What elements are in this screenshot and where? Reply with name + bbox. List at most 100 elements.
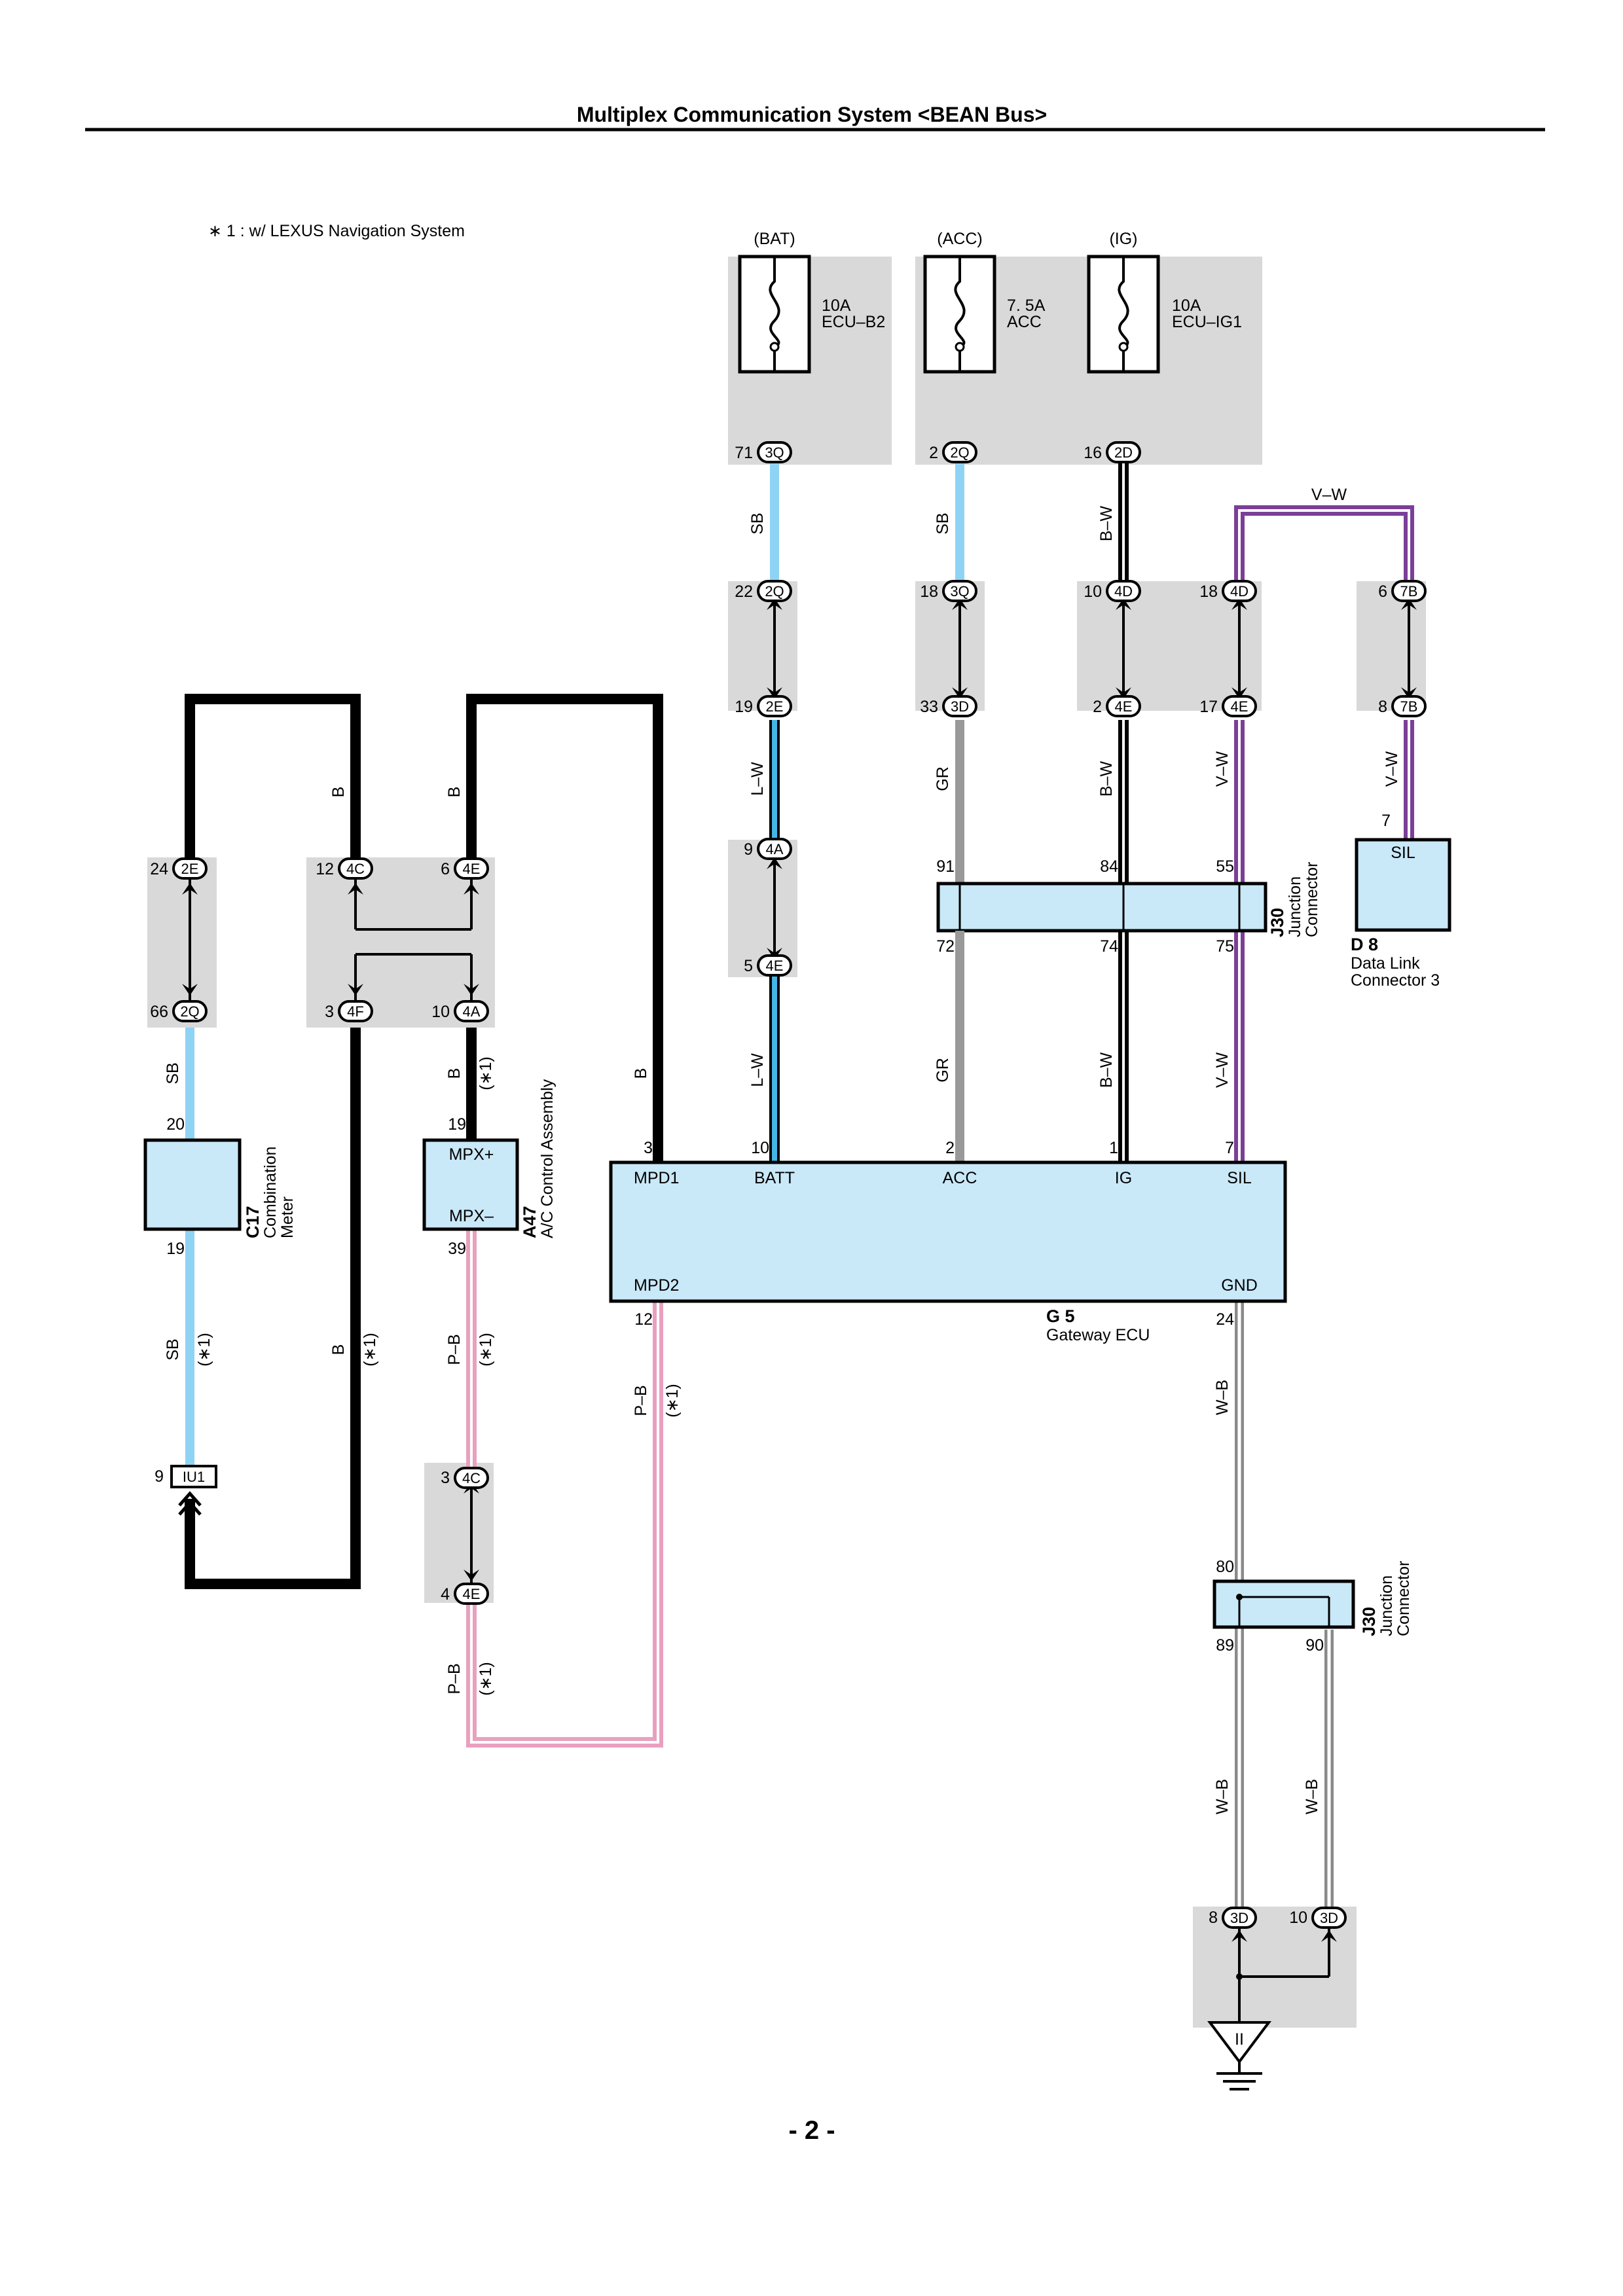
source-ig-label: (IG) bbox=[1109, 230, 1137, 248]
svg-text:74: 74 bbox=[1100, 937, 1118, 956]
star-note-2: (∗1) bbox=[195, 1333, 213, 1367]
svg-text:19: 19 bbox=[166, 1240, 185, 1258]
ecu-gnd: GND bbox=[1221, 1276, 1258, 1295]
svg-text:90: 90 bbox=[1305, 1636, 1324, 1655]
svg-text:2Q: 2Q bbox=[180, 1003, 199, 1020]
mpx-minus-label: MPX– bbox=[449, 1207, 494, 1225]
svg-text:16: 16 bbox=[1084, 444, 1102, 462]
ecu-code: G 5 bbox=[1046, 1306, 1075, 1326]
star-note-1: (∗1) bbox=[477, 1056, 495, 1090]
svg-text:55: 55 bbox=[1216, 857, 1234, 876]
svg-text:4A: 4A bbox=[766, 841, 784, 857]
connector-4A-left: 4A bbox=[454, 1000, 489, 1022]
junction-lower-line2: Connector bbox=[1395, 1561, 1413, 1636]
svg-text:3: 3 bbox=[325, 1003, 334, 1021]
svg-text:4E: 4E bbox=[766, 958, 784, 974]
combination-meter-line1: Combination bbox=[261, 1147, 280, 1238]
svg-text:W–B: W–B bbox=[1303, 1779, 1321, 1814]
svg-text:9: 9 bbox=[744, 840, 753, 859]
svg-text:8: 8 bbox=[1209, 1909, 1218, 1927]
svg-text:1: 1 bbox=[1109, 1139, 1118, 1157]
svg-text:33: 33 bbox=[920, 698, 938, 716]
wire-vw bbox=[1234, 505, 1414, 1162]
svg-text:V–W: V–W bbox=[1383, 751, 1401, 787]
ecu-mpd1: MPD1 bbox=[634, 1169, 679, 1187]
wire-pb bbox=[466, 1229, 663, 1748]
wire-labels: SB SB B–W V–W L–W GR B–W V–W V–W L–W GR … bbox=[164, 486, 1401, 1814]
svg-text:19: 19 bbox=[735, 698, 753, 716]
connector-4E-left: 4E bbox=[454, 857, 489, 880]
dlc3-line1: Data Link bbox=[1351, 954, 1420, 973]
svg-text:80: 80 bbox=[1216, 1558, 1234, 1576]
svg-text:10: 10 bbox=[751, 1139, 769, 1157]
svg-text:V–W: V–W bbox=[1213, 1052, 1231, 1088]
svg-text:8: 8 bbox=[1378, 698, 1387, 716]
svg-text:L–W: L–W bbox=[748, 762, 767, 796]
svg-text:84: 84 bbox=[1100, 857, 1118, 876]
svg-text:4A: 4A bbox=[463, 1003, 481, 1020]
connector-4F-left: 4F bbox=[338, 1000, 373, 1022]
connector-3D-ground-2: 3D bbox=[1311, 1907, 1347, 1929]
svg-text:B: B bbox=[632, 1068, 650, 1079]
svg-text:B–W: B–W bbox=[1097, 761, 1116, 797]
svg-text:10: 10 bbox=[1084, 583, 1102, 601]
fuse-acc: 7. 5A ACC bbox=[923, 255, 1046, 374]
svg-text:4: 4 bbox=[441, 1585, 450, 1604]
svg-text:39: 39 bbox=[448, 1240, 466, 1258]
svg-text:3Q: 3Q bbox=[950, 583, 969, 600]
svg-text:B–W: B–W bbox=[1097, 506, 1116, 542]
svg-text:6: 6 bbox=[1378, 583, 1387, 601]
svg-text:10: 10 bbox=[431, 1003, 450, 1021]
svg-text:24: 24 bbox=[150, 860, 168, 878]
svg-text:19: 19 bbox=[448, 1115, 466, 1134]
combination-meter: C17 Combination Meter bbox=[143, 1138, 297, 1238]
star-note-4: (∗1) bbox=[477, 1333, 495, 1367]
fuse-ecu-ig1-name: ECU–IG1 bbox=[1172, 313, 1242, 331]
svg-text:4E: 4E bbox=[1231, 698, 1249, 715]
fuse-acc-name: ACC bbox=[1007, 313, 1042, 331]
connector-3D-b: 3D bbox=[942, 695, 977, 717]
svg-text:W–B: W–B bbox=[1213, 1779, 1231, 1814]
fuse-ecu-ig1-amp: 10A bbox=[1172, 296, 1201, 315]
ac-control-line1: A/C Control Assembly bbox=[538, 1079, 556, 1238]
svg-text:SB: SB bbox=[164, 1062, 182, 1084]
svg-text:91: 91 bbox=[936, 857, 955, 876]
svg-text:5: 5 bbox=[744, 957, 753, 975]
connector-4E-f: 4E bbox=[757, 954, 792, 977]
svg-text:12: 12 bbox=[316, 860, 334, 878]
svg-text:IU1: IU1 bbox=[183, 1469, 205, 1485]
svg-text:V–W: V–W bbox=[1311, 486, 1347, 504]
fuse-acc-amp: 7. 5A bbox=[1007, 296, 1046, 315]
ac-control-code: A47 bbox=[520, 1206, 539, 1238]
svg-text:6: 6 bbox=[441, 860, 450, 878]
svg-text:SB: SB bbox=[934, 512, 952, 534]
svg-text:17: 17 bbox=[1199, 698, 1218, 716]
source-bat-label: (BAT) bbox=[754, 230, 795, 248]
dlc3-pin-label: SIL bbox=[1391, 844, 1415, 862]
ecu-name: Gateway ECU bbox=[1046, 1326, 1150, 1344]
connector-2E-left: 2E bbox=[172, 857, 208, 880]
ecu-acc: ACC bbox=[943, 1169, 977, 1187]
svg-text:2Q: 2Q bbox=[765, 583, 784, 600]
star-note-3: (∗1) bbox=[361, 1333, 379, 1367]
connector-4E-d: 4E bbox=[1222, 695, 1257, 717]
combination-meter-code: C17 bbox=[243, 1206, 263, 1238]
svg-text:V–W: V–W bbox=[1213, 751, 1231, 787]
svg-text:22: 22 bbox=[735, 583, 753, 601]
svg-text:GR: GR bbox=[934, 1058, 952, 1083]
connector-IU1: IU1 bbox=[170, 1465, 217, 1516]
ecu-mpd2: MPD2 bbox=[634, 1276, 679, 1295]
connector-2D-top: 2D bbox=[1106, 441, 1141, 463]
svg-text:SB: SB bbox=[748, 512, 767, 534]
svg-text:3D: 3D bbox=[1320, 1910, 1338, 1926]
connector-4D-a: 4D bbox=[1106, 580, 1141, 602]
ground-label: II bbox=[1235, 2030, 1244, 2049]
svg-text:2: 2 bbox=[1093, 698, 1102, 716]
svg-text:GR: GR bbox=[934, 766, 952, 791]
junction-upper-line2: Connector bbox=[1303, 862, 1321, 937]
connector-4D-b: 4D bbox=[1222, 580, 1257, 602]
svg-text:10: 10 bbox=[1289, 1909, 1307, 1927]
wire-b-loop-left bbox=[185, 694, 361, 1589]
svg-text:18: 18 bbox=[1199, 583, 1218, 601]
connector-4E-mid: 4E bbox=[454, 1583, 489, 1605]
